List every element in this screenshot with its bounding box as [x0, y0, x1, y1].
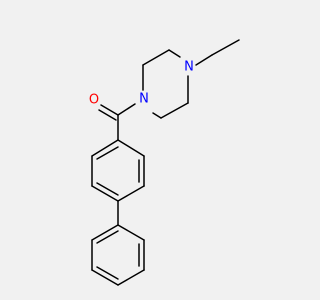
bond-ph2-c	[117, 269, 145, 286]
bond-ph1-f-inner	[96, 146, 119, 160]
atom-label-oxygen: O	[89, 93, 99, 108]
bond-ethyl-ch3-ch2	[211, 39, 240, 56]
bonds	[91, 39, 240, 286]
bond-ph2-a	[117, 224, 145, 241]
bond-ph2-d-inner	[96, 266, 119, 280]
structure-canvas: O N N	[88, 39, 240, 286]
bond-ring-c2-n1	[152, 112, 162, 119]
molecule-structure: O N N	[89, 39, 240, 286]
bond-ph1-a	[117, 139, 145, 157]
bond-carbonyl-o-1	[100, 104, 119, 116]
atom-label-nitrogen-amide: N	[139, 92, 149, 107]
bond-ph1-d-inner	[96, 182, 119, 196]
bond-carbonyl-o-2	[98, 109, 117, 121]
bond-ph1-c	[117, 185, 145, 202]
bond-n1-carbonyl	[117, 103, 136, 116]
bond-ring-c6-c5	[142, 49, 170, 66]
bond-ph2-f-inner	[96, 230, 119, 244]
bond-ph1-d	[91, 185, 119, 202]
bond-ph2-d	[91, 269, 119, 286]
bond-ph1-f	[91, 139, 119, 157]
bond-ring-c3-c2	[160, 102, 189, 119]
bond-ph2-f	[91, 224, 119, 241]
bond-ethyl-ch2-n	[195, 54, 213, 66]
atom-label-nitrogen-ethyl: N	[184, 60, 194, 75]
bond-ring-c5-n4	[168, 49, 181, 58]
